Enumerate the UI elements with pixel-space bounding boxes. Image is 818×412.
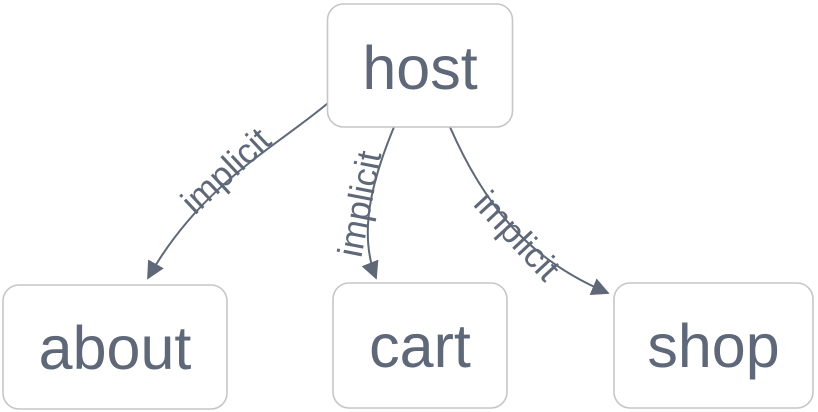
node-shop-label: shop [647,312,779,380]
node-cart-box [332,282,508,409]
node-cart-label: cart [369,312,471,380]
node-about-box [2,284,228,410]
node-host-box [326,3,514,128]
edge-host-cart: implicit [331,126,395,280]
edge-label-host-about: implicit [174,120,279,222]
edge-path-host-about [147,102,329,280]
edge-label-host-shop: implicit [466,184,568,289]
node-cart: cart [332,282,508,409]
edge-host-about: implicit [147,102,329,280]
node-host-label: host [362,34,477,102]
node-about-label: about [39,314,192,382]
edge-host-shop: implicit [449,126,610,296]
node-host: host [326,3,514,128]
node-shop: shop [613,282,814,409]
edge-path-host-shop [449,126,610,296]
node-shop-box [613,282,814,409]
node-about: about [2,284,228,410]
edge-path-host-cart [361,126,395,280]
edge-label-host-cart: implicit [331,148,390,261]
